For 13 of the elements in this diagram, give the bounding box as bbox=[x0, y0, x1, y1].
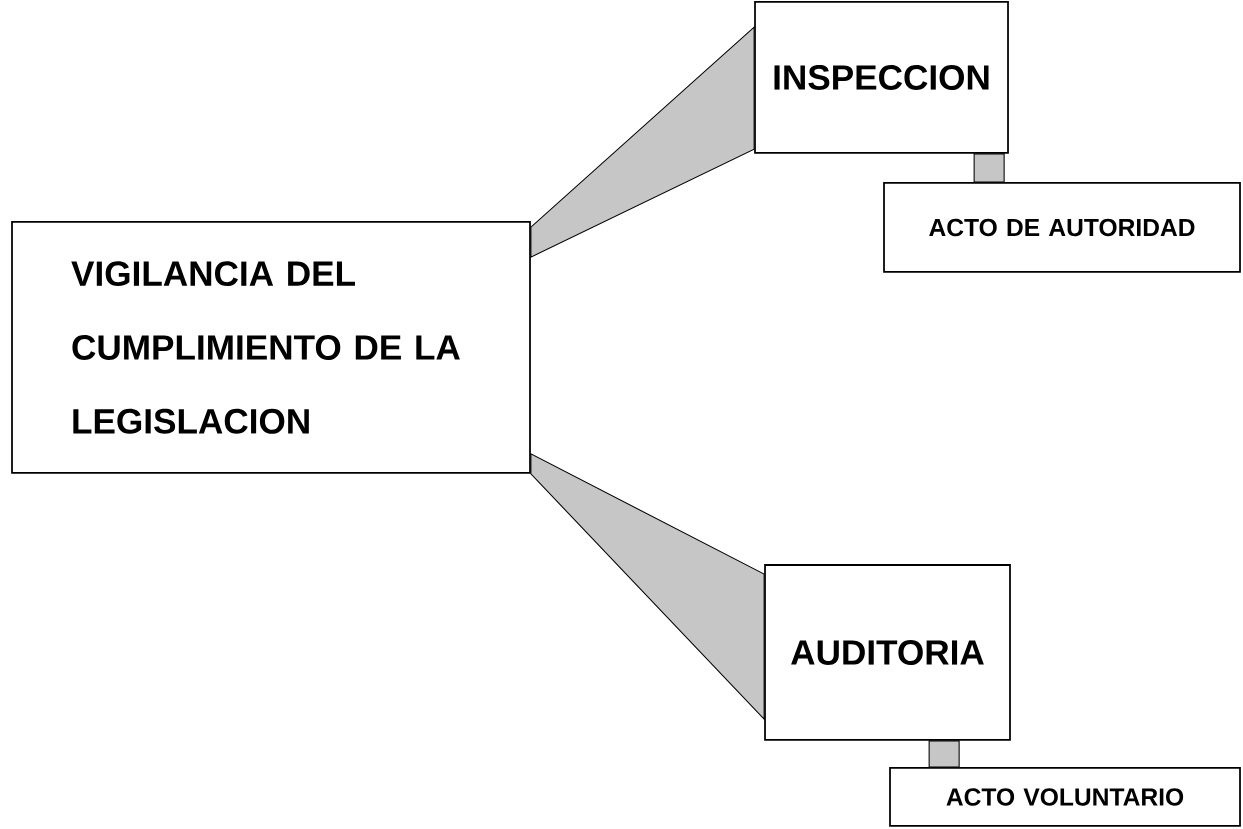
box-label: VIGILANCIA DEL CUMPLIMIENTO DE LA LEGISLACION bbox=[71, 261, 460, 434]
box bbox=[754, 1, 1009, 154]
box bbox=[11, 221, 531, 474]
box-label: INSPECCION bbox=[774, 65, 989, 90]
box bbox=[889, 767, 1241, 827]
box-label: ACTO VOLUNTARIO bbox=[946, 788, 1184, 806]
box bbox=[883, 182, 1241, 273]
connector-band bbox=[530, 453, 765, 721]
box bbox=[764, 564, 1011, 741]
box-label: ACTO DE AUTORIDAD bbox=[929, 218, 1195, 237]
connector-band bbox=[928, 740, 960, 768]
box-label: AUDITORIA bbox=[791, 640, 984, 665]
connector-band bbox=[973, 153, 1005, 183]
